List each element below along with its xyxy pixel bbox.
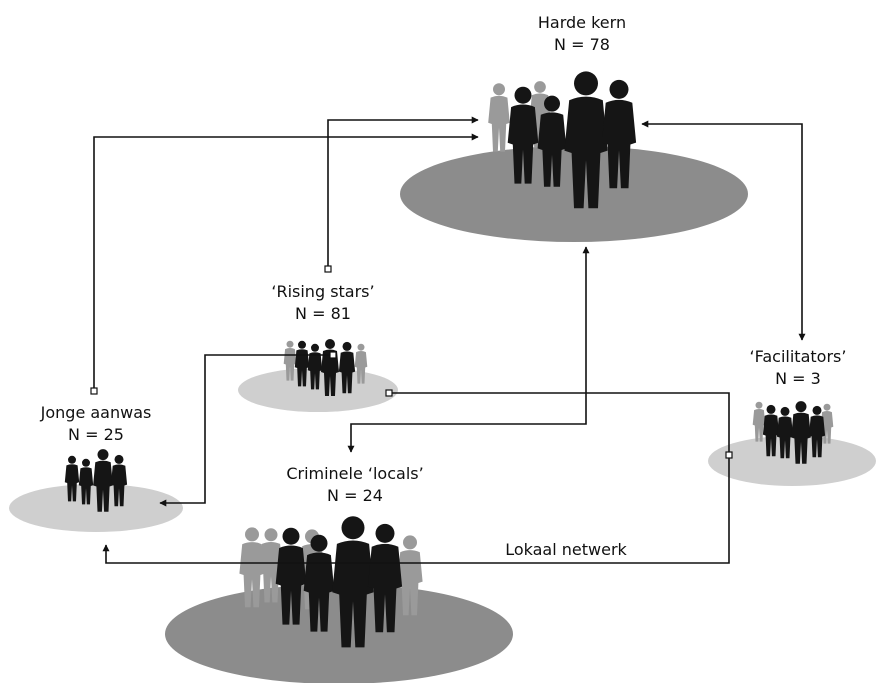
criminele-locals-count: N = 24 — [327, 486, 383, 505]
jonge-aanwas-count: N = 25 — [68, 425, 124, 444]
jonge-aanwas-name: Jonge aanwas — [40, 403, 152, 422]
edge-harde-kern-facilitators — [641, 120, 806, 341]
harde-kern-name: Harde kern — [538, 13, 626, 32]
node-jonge-aanwas-start — [90, 387, 98, 395]
edge-rising-stars-harde-kern — [327, 116, 479, 268]
facilitators-ellipse — [708, 436, 876, 486]
rising-stars-count: N = 81 — [295, 304, 351, 323]
rising-stars-name: ‘Rising stars’ — [271, 282, 374, 301]
lokaal-netwerk-label: Lokaal netwerk — [505, 540, 627, 559]
edge-jonge-aanwas-harde-kern — [93, 133, 479, 390]
edge-lokaal-netwerk — [102, 455, 730, 564]
criminele-locals-ellipse — [165, 584, 513, 683]
node-rising-stars-right — [385, 389, 393, 397]
node-rising-stars-top — [324, 265, 332, 273]
jonge-aanwas-ellipse — [9, 484, 183, 532]
edge-rising-stars-jonge-aanwas — [159, 354, 333, 507]
facilitators-count: N = 3 — [775, 369, 821, 388]
node-rising-stars-left — [329, 351, 337, 359]
edge-rising-stars-facilitators — [390, 392, 730, 455]
node-facilitators-left — [725, 451, 733, 459]
edge-harde-kern-criminele-locals — [347, 246, 590, 453]
criminele-locals-name: Criminele ‘locals’ — [286, 464, 423, 483]
facilitators-name: ‘Facilitators’ — [750, 347, 847, 366]
harde-kern-count: N = 78 — [554, 35, 610, 54]
